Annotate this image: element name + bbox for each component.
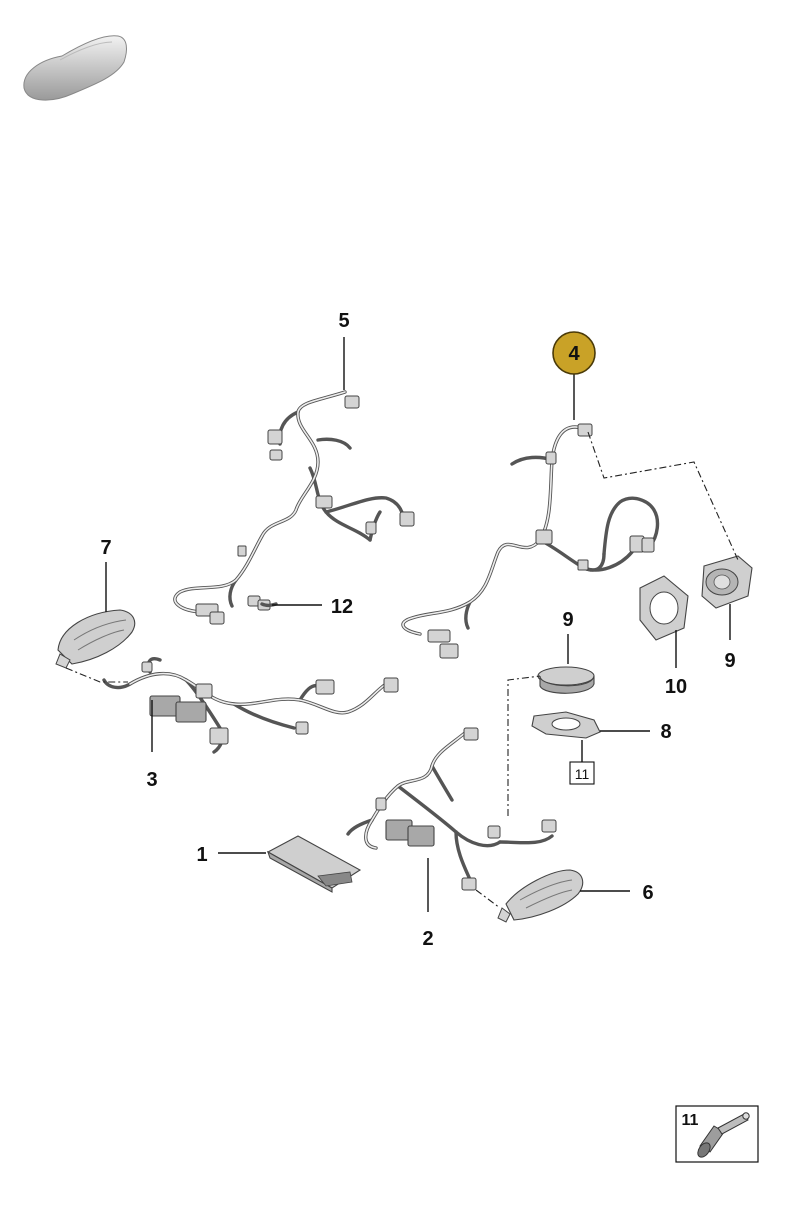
wiring-harness-5[interactable]: [173, 390, 415, 625]
inset-label: 11: [682, 1112, 699, 1129]
control-unit-1[interactable]: [266, 835, 362, 893]
callout-5[interactable]: 5: [338, 310, 349, 332]
callout-11-box-label: 11: [575, 766, 590, 782]
callout-4[interactable]: 4: [568, 343, 580, 365]
callout-4-highlight[interactable]: [552, 331, 596, 375]
callout-7[interactable]: 7: [100, 537, 111, 559]
wiring-harness-2[interactable]: [346, 727, 557, 891]
callout-9-right[interactable]: 9: [724, 650, 735, 672]
actuator-9-middle[interactable]: [537, 666, 595, 694]
grommet-icon: [697, 1112, 750, 1158]
callout-12[interactable]: 12: [331, 596, 353, 618]
callout-11-box[interactable]: [569, 761, 595, 785]
connection-line-2-9: [507, 675, 541, 816]
wiring-harness-3[interactable]: [102, 657, 399, 754]
gasket-10[interactable]: [639, 575, 689, 641]
callout-8[interactable]: 8: [660, 721, 671, 743]
actuator-9-right[interactable]: [701, 555, 753, 609]
cover-6[interactable]: [497, 869, 584, 923]
bracket-8[interactable]: [531, 711, 601, 739]
callout-1[interactable]: 1: [196, 844, 207, 866]
callout-10[interactable]: 10: [665, 676, 687, 698]
inset-panel-11[interactable]: 11: [675, 1105, 759, 1163]
callout-2[interactable]: 2: [422, 928, 433, 950]
callout-9-middle[interactable]: 9: [562, 609, 573, 631]
callout-6[interactable]: 6: [642, 882, 653, 904]
callout-3[interactable]: 3: [146, 769, 157, 791]
connection-line-7-3: [65, 667, 128, 683]
wiring-harness-4[interactable]: [401, 423, 660, 659]
connection-line-4-9: [587, 431, 739, 561]
car-thumbnail-icon: [23, 35, 127, 101]
connector-12[interactable]: [247, 595, 278, 611]
cover-7[interactable]: [55, 609, 136, 669]
connection-line-2-6: [475, 889, 501, 909]
